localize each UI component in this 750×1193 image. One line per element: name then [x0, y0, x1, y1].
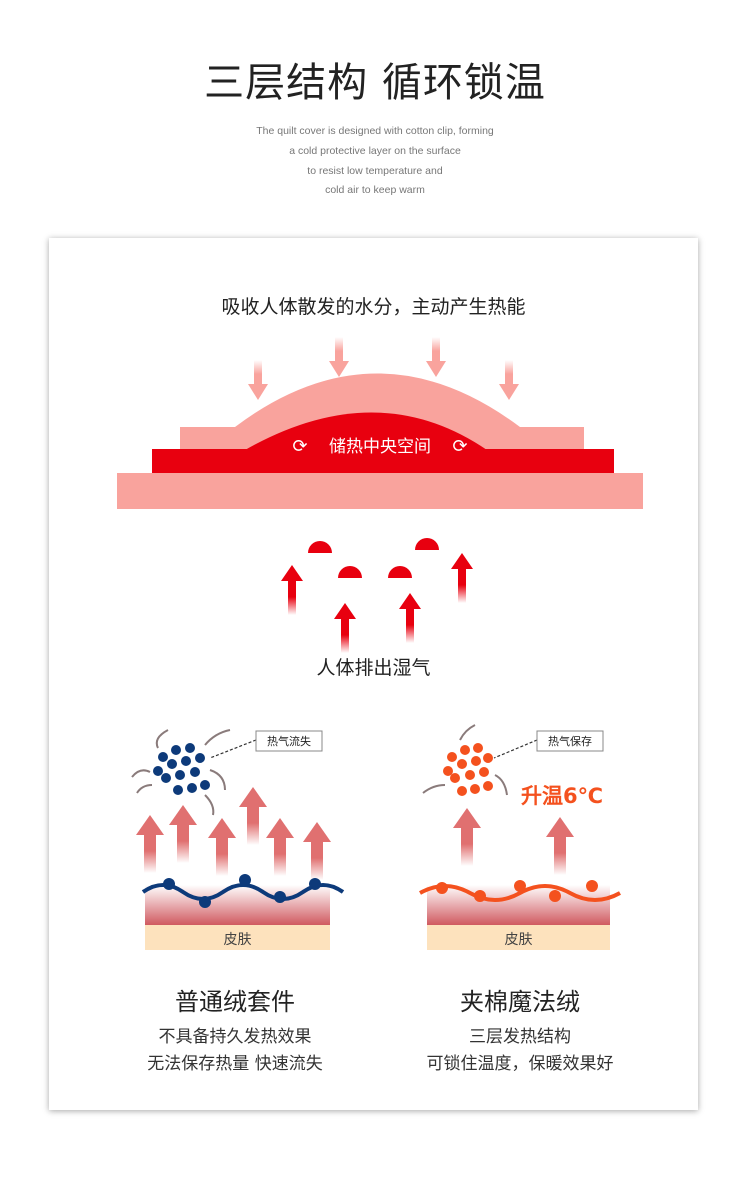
- page-title: 三层结构 循环锁温: [204, 60, 546, 106]
- heat-loss-tag: 热气流失: [267, 735, 311, 748]
- heat-escape-icon: [131, 729, 231, 816]
- subtitle-line: cold air to keep warm: [325, 184, 425, 196]
- subtitle-line: to resist low temperature and: [307, 165, 443, 177]
- svg-text:⟳: ⟳: [452, 436, 467, 457]
- temperature-badge: 升温6℃: [520, 784, 604, 808]
- heat-arrow-icon: [136, 787, 331, 880]
- left-desc-line: 无法保存热量 快速流失: [147, 1054, 323, 1074]
- diagram-caption-bottom: 人体排出湿气: [316, 657, 431, 679]
- right-product-title: 夹棉魔法绒: [460, 988, 580, 1016]
- diagram-caption-top: 吸收人体散发的水分，主动产生热能: [221, 296, 526, 318]
- center-space-label: 储热中央空间: [329, 437, 431, 457]
- right-desc-line: 可锁住温度，保暖效果好: [426, 1054, 614, 1074]
- top-layer-dome: [235, 373, 520, 427]
- base-layer: [117, 473, 643, 509]
- heat-keep-tag: 热气保存: [548, 735, 592, 748]
- right-desc-line: 三层发热结构: [469, 1027, 571, 1047]
- up-arrow-icon: [281, 553, 473, 653]
- middle-layer: [152, 449, 614, 473]
- left-product-title: 普通绒套件: [175, 988, 295, 1016]
- moisture-drop-icon: [308, 538, 439, 578]
- cycle-icon: ⟳⟳: [292, 436, 467, 457]
- heat-escape-icon: [422, 724, 508, 796]
- skin-label: 皮肤: [223, 932, 252, 948]
- skin-label: 皮肤: [504, 932, 533, 948]
- svg-text:⟳: ⟳: [292, 436, 307, 457]
- subtitle-line: The quilt cover is designed with cotton …: [256, 125, 494, 137]
- heat-arrow-icon: [453, 808, 574, 875]
- subtitle-line: a cold protective layer on the surface: [289, 145, 461, 157]
- left-desc-line: 不具备持久发热效果: [158, 1027, 312, 1047]
